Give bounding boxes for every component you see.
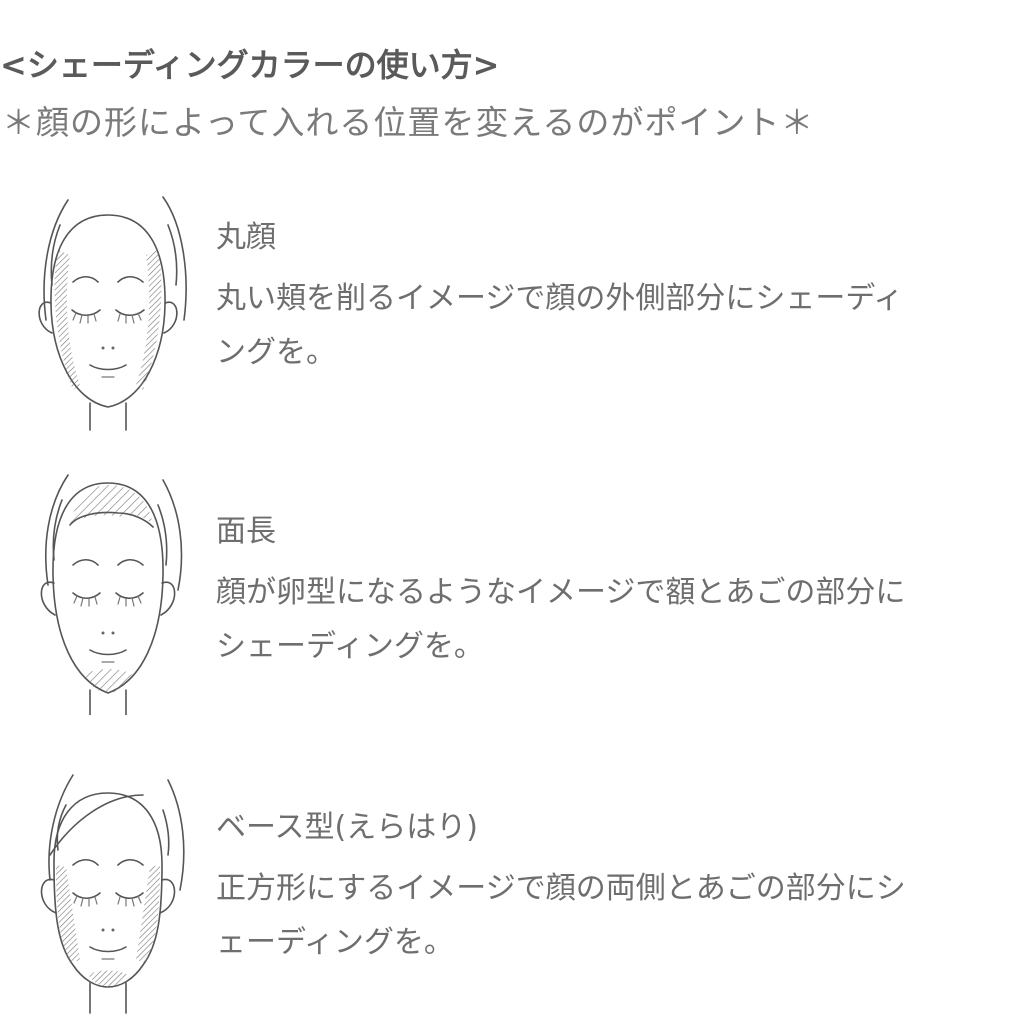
base-face-text-line: ェーディングを。 bbox=[216, 925, 454, 960]
round-face-text-line: 丸い頬を削るイメージで顔の外側部分にシェーディ bbox=[216, 281, 904, 316]
round-face-illustration-icon bbox=[38, 196, 187, 431]
long-face-text-line: シェーディングを。 bbox=[216, 629, 484, 664]
base-face-heading: ベース型(えらはり) bbox=[216, 810, 478, 845]
long-face-heading: 面長 bbox=[216, 514, 276, 549]
long-face-illustration-icon bbox=[40, 474, 183, 715]
base-face-text-line: 正方形にするイメージで顔の両側とあごの部分にシ bbox=[216, 871, 906, 906]
page-title: <シェーディングカラーの使い方> bbox=[0, 46, 500, 84]
long-face-text-line: 顔が卵型になるようなイメージで額とあごの部分に bbox=[216, 575, 906, 610]
round-face-description: 丸顔 丸い頬を削るイメージで顔の外側部分にシェーディ ングを。 bbox=[216, 218, 1024, 380]
long-face-description: 面長 顔が卵型になるようなイメージで額とあごの部分に シェーディングを。 bbox=[216, 512, 1024, 674]
base-face-illustration-icon bbox=[40, 774, 185, 1014]
page-subtitle: ＊顔の形によって入れる位置を変えるのがポイント＊ bbox=[2, 103, 815, 142]
round-face-text-line: ングを。 bbox=[216, 335, 336, 370]
base-face-description: ベース型(えらはり) 正方形にするイメージで顔の両側とあごの部分にシ ェーディン… bbox=[216, 808, 1024, 970]
round-face-heading: 丸顔 bbox=[216, 220, 276, 255]
